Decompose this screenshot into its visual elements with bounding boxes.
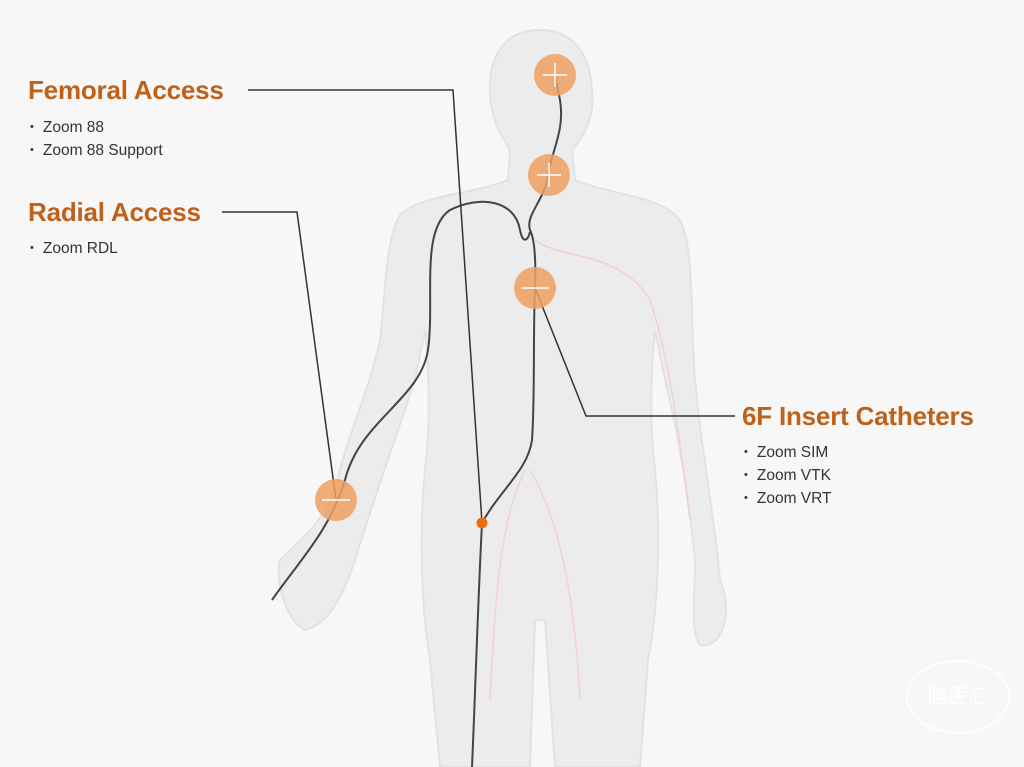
marker-head-plus-icon	[534, 54, 576, 96]
list-item: Zoom RDL	[30, 238, 118, 261]
watermark-logo: 脑医汇	[906, 660, 1010, 734]
femoral-access-title: Femoral Access	[28, 75, 224, 105]
femoral-access-list: Zoom 88 Zoom 88 Support	[30, 117, 163, 163]
vessels	[489, 239, 691, 701]
list-item: Zoom VRT	[744, 488, 832, 511]
femoral-leader	[248, 89, 483, 524]
marker-wrist-minus-icon	[315, 479, 357, 521]
leader-lines	[222, 89, 735, 524]
femoral-leg-catheter	[471, 522, 483, 767]
radial-access-list: Zoom RDL	[30, 238, 118, 261]
radial-leader	[222, 211, 337, 501]
list-item: Zoom 88 Support	[30, 140, 163, 163]
list-item: Zoom SIM	[744, 442, 832, 465]
femoral-access-point	[476, 517, 488, 529]
markers	[315, 54, 576, 521]
catheters-leader	[534, 287, 735, 417]
marker-neck-plus-icon	[528, 154, 570, 196]
insert-catheters-list: Zoom SIM Zoom VTK Zoom VRT	[744, 442, 832, 511]
insert-catheters-title: 6F Insert Catheters	[742, 401, 974, 431]
body-silhouette	[277, 28, 728, 767]
list-item: Zoom 88	[30, 117, 163, 140]
list-item: Zoom VTK	[744, 465, 832, 488]
radial-access-title: Radial Access	[28, 197, 201, 227]
marker-heart-minus-icon	[514, 267, 556, 309]
